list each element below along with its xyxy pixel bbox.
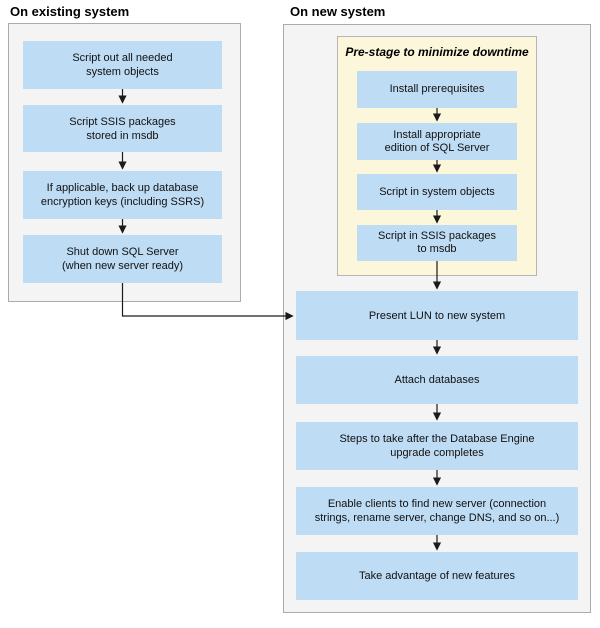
step-install-sql-server-edition: Install appropriate edition of SQL Serve… [357,123,517,160]
step-enable-clients: Enable clients to find new server (conne… [296,487,578,535]
step-shut-down-sql-server: Shut down SQL Server (when new server re… [23,235,222,283]
step-attach-databases: Attach databases [296,356,578,404]
prestage-title: Pre-stage to minimize downtime [345,45,529,59]
new-system-title: On new system [290,4,386,19]
step-script-out-system-objects: Script out all needed system objects [23,41,222,89]
step-after-upgrade-steps: Steps to take after the Database Engine … [296,422,578,470]
step-script-ssis-packages: Script SSIS packages stored in msdb [23,105,222,152]
step-present-lun: Present LUN to new system [296,291,578,340]
step-script-in-system-objects: Script in system objects [357,174,517,210]
step-backup-encryption-keys: If applicable, back up database encrypti… [23,171,222,219]
step-take-advantage-new-features: Take advantage of new features [296,552,578,600]
existing-system-title: On existing system [10,4,130,19]
step-script-in-ssis-packages: Script in SSIS packages to msdb [357,225,517,261]
step-install-prerequisites: Install prerequisites [357,71,517,108]
